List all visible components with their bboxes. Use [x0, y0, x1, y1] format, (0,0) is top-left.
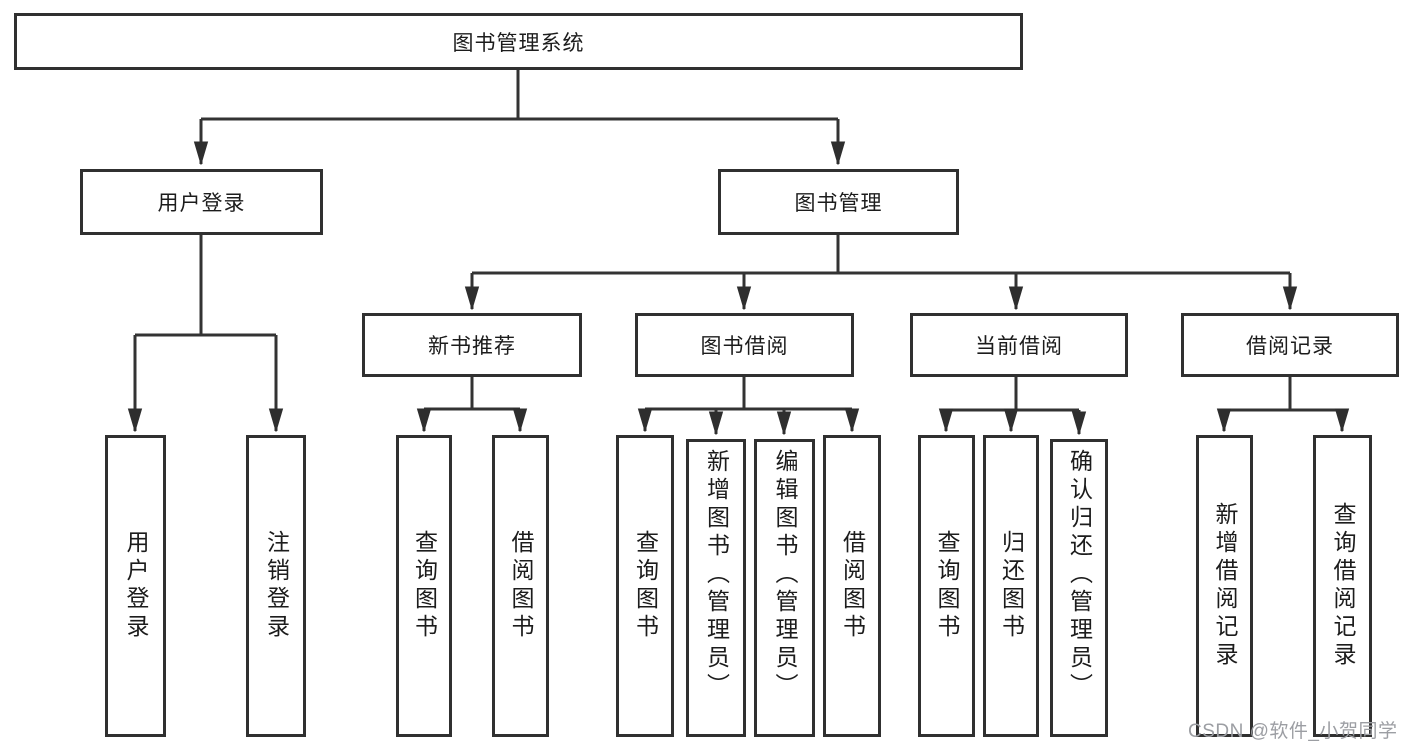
node-leaf-bb-edit-books-admin: 编辑图书（管理员）: [754, 439, 815, 737]
node-leaf-bb-edit-books-admin-label: 编辑图书（管理员）: [772, 449, 798, 701]
node-leaf-br-add-record-label: 新增借阅记录: [1212, 502, 1238, 670]
node-leaf-cb-confirm-return-admin: 确认归还（管理员）: [1050, 439, 1108, 737]
node-root: 图书管理系统: [14, 13, 1023, 70]
node-book-borrowing-label: 图书借阅: [700, 335, 789, 358]
node-leaf-cb-query-books: 查询图书: [918, 435, 975, 737]
node-leaf-bb-borrow-books-label: 借阅图书: [839, 530, 866, 642]
node-current-borrowing-label: 当前借阅: [975, 335, 1063, 358]
node-leaf-br-query-record-label: 查询借阅记录: [1330, 502, 1356, 670]
node-leaf-cb-return-books-label: 归还图书: [998, 530, 1025, 642]
node-leaf-bb-query-books-label: 查询图书: [632, 530, 659, 642]
node-book-borrowing: 图书借阅: [635, 313, 854, 377]
csdn-watermark: CSDN @软件_小贺同学: [1188, 721, 1398, 742]
node-current-borrowing: 当前借阅: [910, 313, 1128, 377]
node-leaf-bb-add-books-admin-label: 新增图书（管理员）: [703, 449, 730, 701]
node-user-login-label: 用户登录: [157, 192, 246, 215]
node-book-management: 图书管理: [718, 169, 959, 235]
node-leaf-nbr-borrow-books: 借阅图书: [492, 435, 549, 737]
node-leaf-nbr-query-books-label: 查询图书: [411, 530, 438, 642]
node-leaf-bb-add-books-admin: 新增图书（管理员）: [686, 439, 746, 737]
node-leaf-nbr-query-books: 查询图书: [396, 435, 452, 737]
node-leaf-logout: 注销登录: [246, 435, 306, 737]
node-leaf-user-login: 用户登录: [105, 435, 166, 737]
node-new-book-recommend: 新书推荐: [362, 313, 582, 377]
node-leaf-logout-label: 注销登录: [263, 530, 290, 642]
node-leaf-bb-borrow-books: 借阅图书: [823, 435, 881, 737]
node-leaf-bb-query-books: 查询图书: [616, 435, 674, 737]
node-leaf-br-add-record: 新增借阅记录: [1196, 435, 1253, 737]
node-leaf-cb-query-books-label: 查询图书: [934, 530, 960, 642]
node-leaf-user-login-label: 用户登录: [123, 530, 149, 642]
node-root-label: 图书管理系统: [452, 31, 585, 55]
node-leaf-cb-confirm-return-admin-label: 确认归还（管理员）: [1066, 449, 1093, 701]
node-leaf-nbr-borrow-books-label: 借阅图书: [508, 530, 534, 642]
node-leaf-br-query-record: 查询借阅记录: [1313, 435, 1372, 737]
node-new-book-recommend-label: 新书推荐: [428, 335, 516, 358]
node-borrowing-records-label: 借阅记录: [1246, 335, 1334, 358]
node-leaf-cb-return-books: 归还图书: [983, 435, 1039, 737]
node-user-login: 用户登录: [80, 169, 323, 235]
node-borrowing-records: 借阅记录: [1181, 313, 1399, 377]
node-book-management-label: 图书管理: [794, 192, 883, 215]
